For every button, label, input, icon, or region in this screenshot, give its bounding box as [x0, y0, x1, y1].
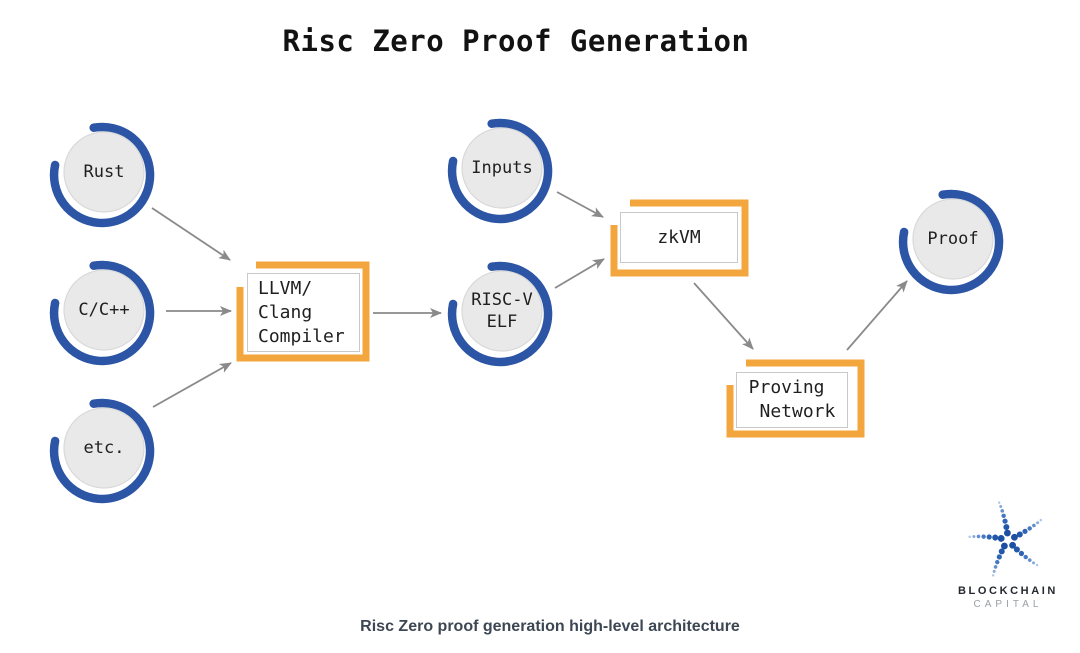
blue-arc: [447, 261, 553, 367]
circle-label-etc: etc.: [83, 438, 125, 458]
node-disc: [63, 269, 145, 351]
blue-arc: [49, 398, 155, 504]
box-compiler: LLVM/ Clang Compiler: [247, 273, 360, 352]
circle-node-proof: [898, 189, 1004, 295]
circle-label-cpp: C/C++: [78, 300, 130, 320]
blue-arc: [49, 260, 155, 366]
logo-wordmark-primary: BLOCKCHAIN: [958, 585, 1058, 597]
orange-frame-compiler: [236, 261, 370, 362]
orange-frame-zkvm: [610, 199, 749, 277]
node-disc: [461, 270, 543, 352]
blue-arc: [49, 122, 155, 228]
circle-label-riscv-elf: RISC-V ELF: [471, 290, 533, 332]
arrow-proving-network-to-proof: [846, 280, 908, 351]
circle-label-rust: Rust: [83, 162, 125, 182]
node-disc: [63, 131, 145, 213]
box-compiler-label: LLVM/ Clang Compiler: [258, 277, 345, 347]
box-proving-network: Proving Network: [736, 372, 848, 428]
circle-label-inputs: Inputs: [471, 158, 533, 178]
circle-node-rust: [49, 122, 155, 228]
logo-wordmark-secondary: CAPITAL: [973, 599, 1043, 610]
node-disc: [461, 127, 543, 209]
circle-label-proof: Proof: [927, 229, 979, 249]
figure-caption: Risc Zero proof generation high-level ar…: [360, 618, 740, 635]
node-disc: [63, 407, 145, 489]
box-zkvm-label: zkVM: [657, 226, 701, 248]
arrow-riscv-elf-to-zkvm: [554, 258, 605, 289]
arrow-zkvm-to-proving-network: [693, 282, 754, 350]
blockchain-capital-logo: BLOCKCHAIN CAPITAL: [948, 496, 1068, 610]
orange-frame-proving-network: [726, 359, 865, 438]
box-proving-network-label: Proving Network: [748, 377, 836, 422]
blue-arc: [447, 118, 553, 224]
blue-arc: [898, 189, 1004, 295]
arrow-etc-to-compiler: [152, 362, 232, 408]
arrow-rust-to-compiler: [151, 207, 231, 261]
circle-node-riscv-elf: [447, 261, 553, 367]
arrow-inputs-to-zkvm: [556, 191, 604, 218]
node-disc: [912, 198, 994, 280]
starfish-icon: [968, 501, 1043, 577]
box-zkvm: zkVM: [620, 212, 738, 263]
circle-node-cpp: [49, 260, 155, 366]
circle-node-etc: [49, 398, 155, 504]
circle-node-inputs: [447, 118, 553, 224]
diagram-title: Risc Zero Proof Generation: [282, 24, 750, 58]
